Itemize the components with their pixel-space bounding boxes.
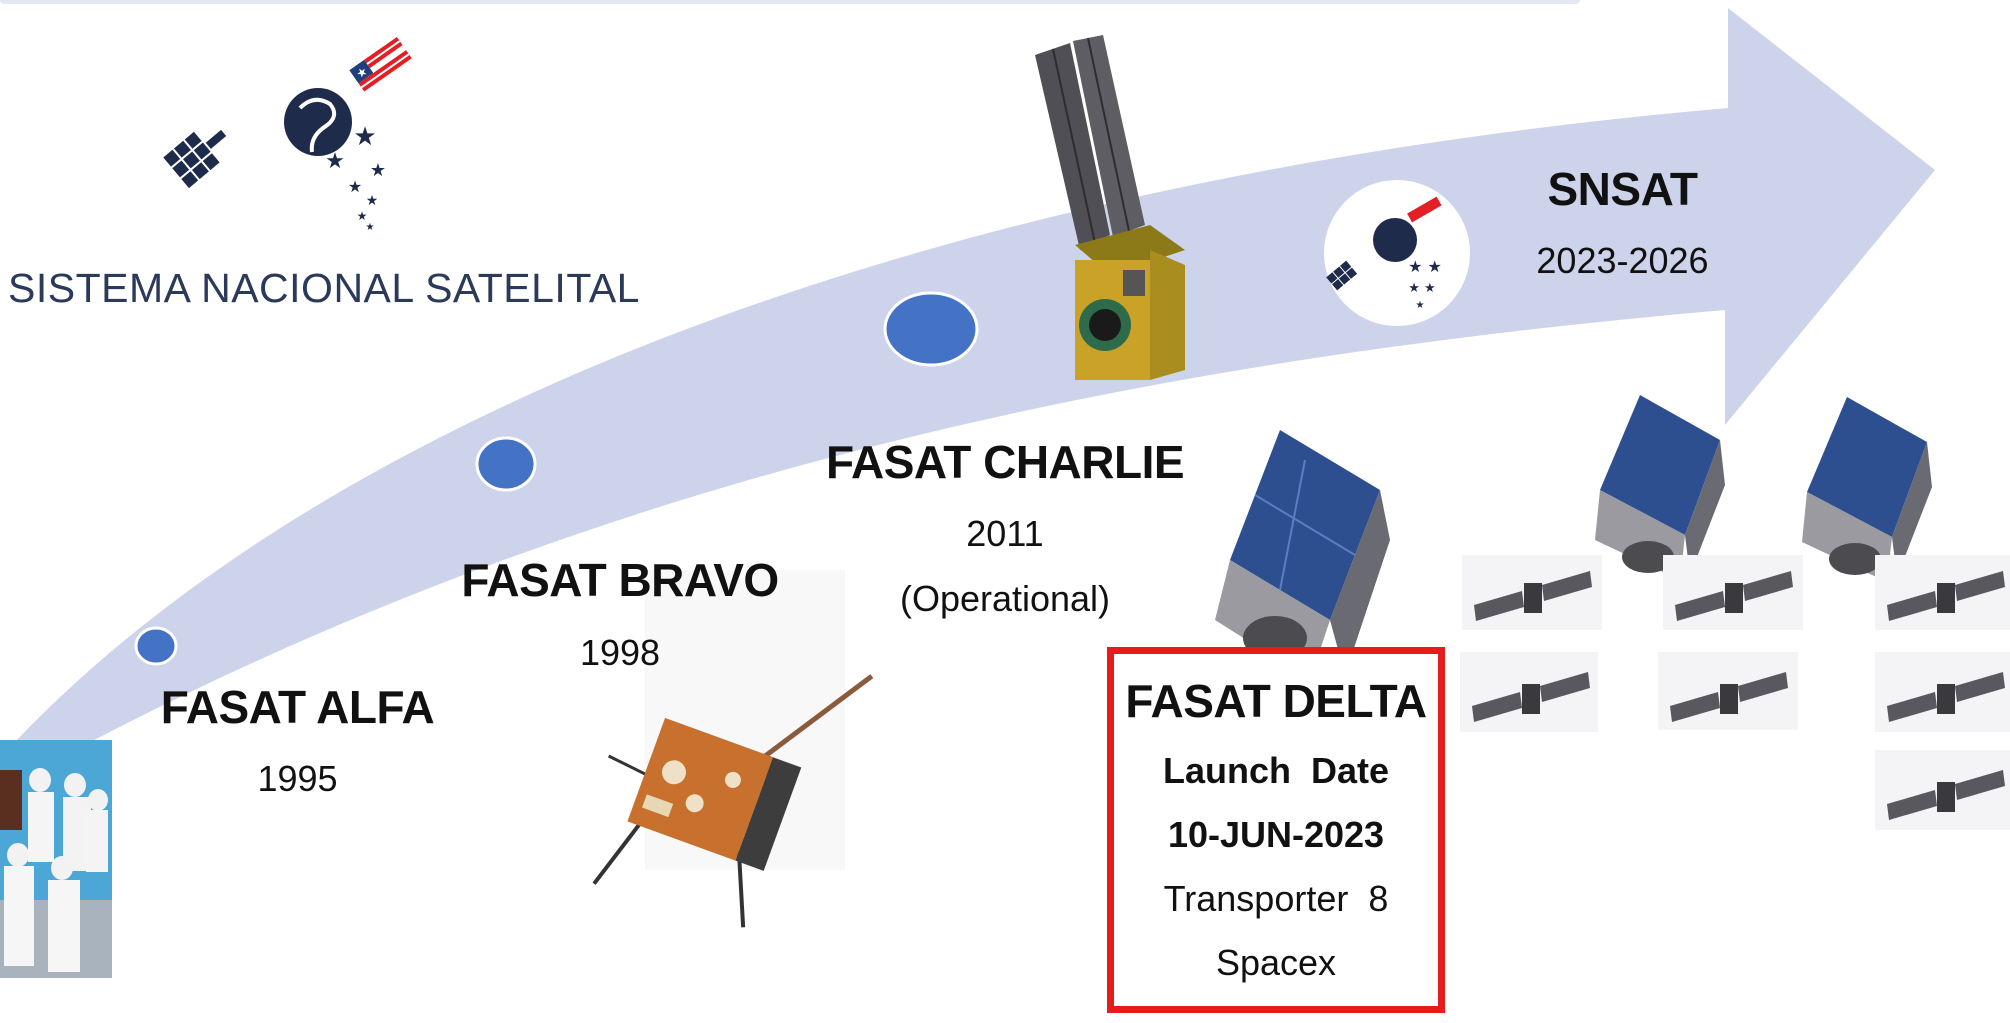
svg-text:★: ★ — [1416, 300, 1425, 311]
fasat-delta-box: FASAT DELTA Launch Date 10-JUN-2023 Tran… — [1107, 647, 1445, 1013]
mission-snsat-name: SNSAT — [1547, 163, 1699, 215]
mission-bravo-name: FASAT BRAVO — [461, 554, 779, 606]
svg-text:★: ★ — [325, 149, 345, 174]
cube-satellite-snsat-2 — [1802, 397, 1932, 582]
mission-alfa-name: FASAT ALFA — [160, 681, 435, 733]
delta-launch-date: 10-JUN-2023 — [1167, 814, 1385, 855]
svg-text:★: ★ — [353, 122, 376, 152]
top-bar — [0, 0, 1580, 4]
svg-text:★: ★ — [366, 222, 375, 233]
milestone-dot-charlie — [883, 291, 979, 367]
delta-launch-label: Launch Date — [1162, 750, 1390, 791]
svg-text:★: ★ — [348, 177, 362, 196]
svg-text:★: ★ — [370, 160, 386, 181]
delta-vehicle: Transporter 8 — [1163, 878, 1389, 919]
svg-text:★: ★ — [366, 193, 379, 209]
logo-name: SISTEMA NACIONAL SATELITAL — [8, 265, 640, 311]
arrow-shape — [0, 8, 1935, 758]
delta-name: FASAT DELTA — [1125, 675, 1427, 727]
svg-text:★: ★ — [357, 209, 368, 223]
logo-satellite-icon — [163, 129, 227, 189]
logo-stars: ★ ★ ★ ★ ★ ★ ★ — [325, 122, 386, 233]
mission-alfa-year: 1995 — [257, 758, 338, 799]
mission-snsat-year: 2023-2026 — [1536, 240, 1709, 281]
delta-provider: Spacex — [1215, 942, 1337, 983]
mission-charlie-name: FASAT CHARLIE — [825, 436, 1185, 488]
small-satellite-grid — [1460, 555, 2010, 830]
logo-flag: ★ — [349, 36, 412, 92]
cube-satellite-snsat-1 — [1595, 395, 1725, 580]
milestone-dot-bravo — [475, 436, 537, 492]
svg-text:★ ★: ★ ★ — [1408, 257, 1442, 276]
cube-satellite-large — [1215, 430, 1390, 680]
milestone-dot-alfa — [134, 626, 178, 666]
snsat-logo: ★ ★ ★ ★ ★ ★ ★ ★ — [163, 36, 412, 233]
mission-charlie-year: 2011 — [966, 513, 1044, 554]
svg-text:★ ★: ★ ★ — [1408, 281, 1435, 296]
mission-bravo-year: 1998 — [579, 632, 661, 673]
mission-charlie-status: (Operational) — [899, 578, 1111, 619]
